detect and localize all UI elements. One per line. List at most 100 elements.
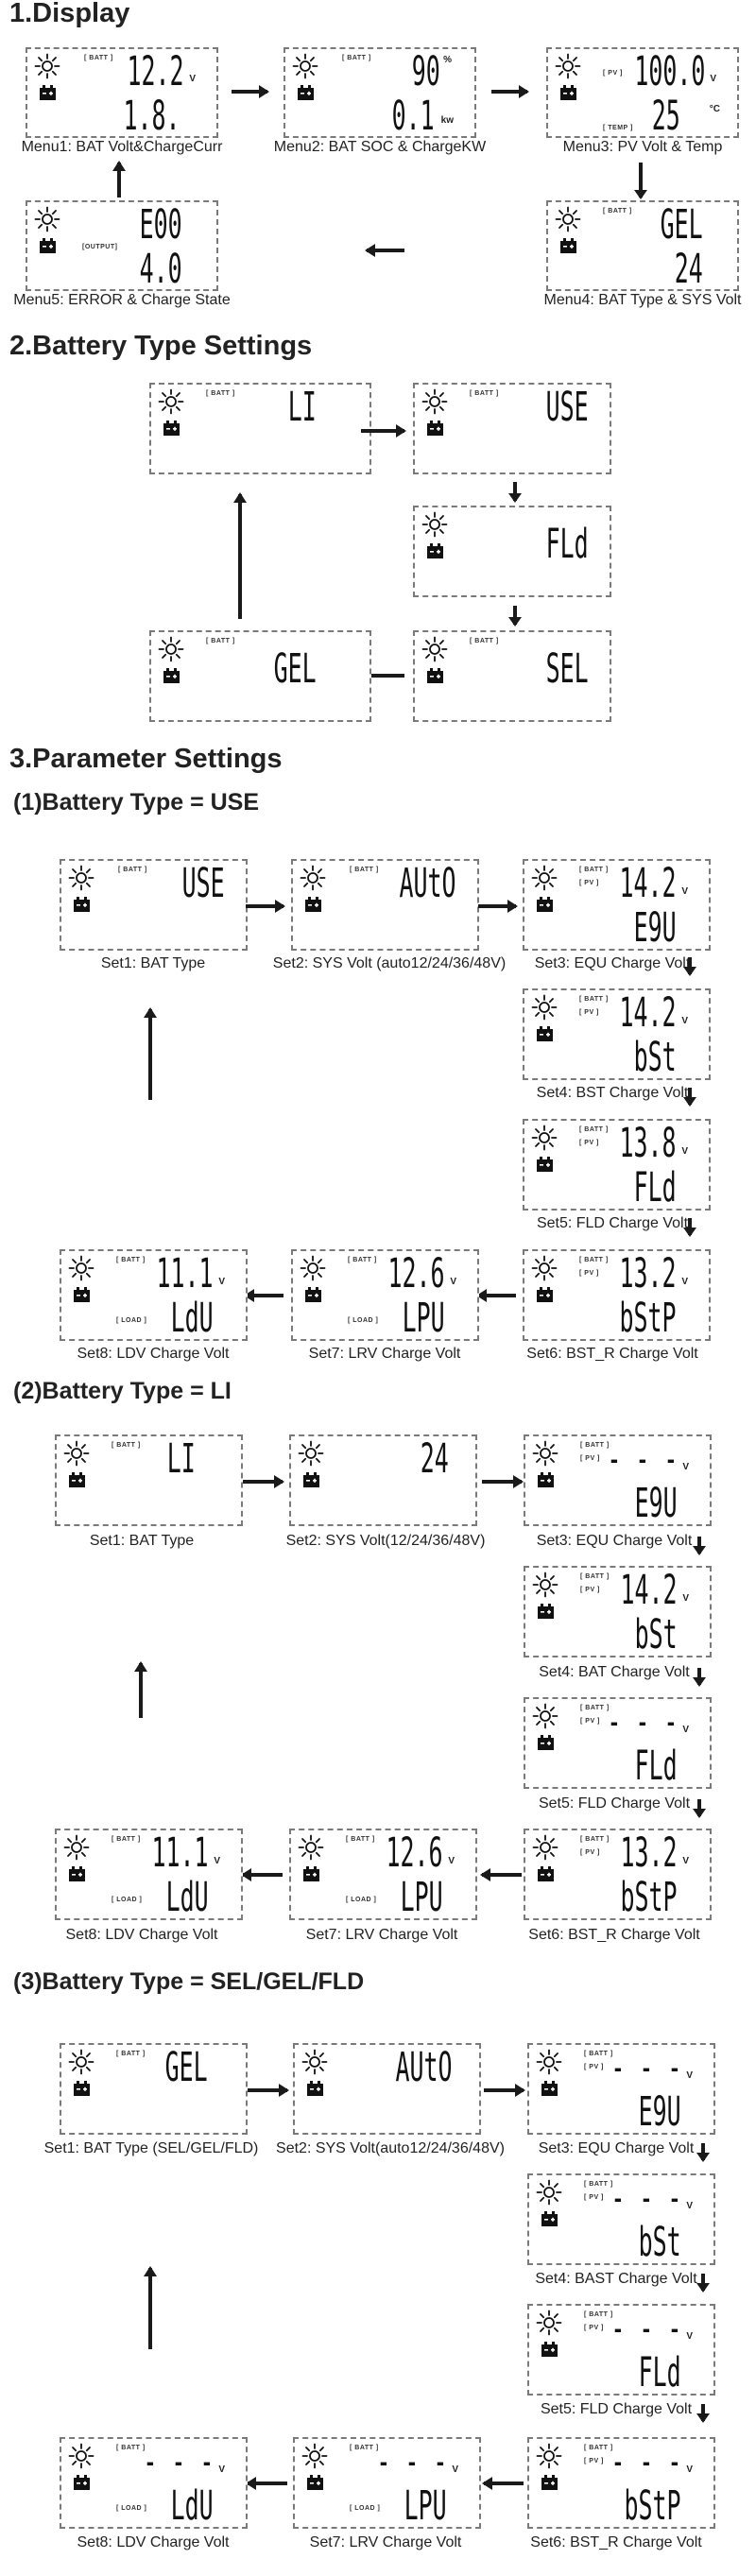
li-set3-caption: Set3: EQU Charge Volt	[536, 1533, 693, 1549]
battery-icon	[69, 1866, 85, 1881]
sun-icon	[300, 865, 326, 891]
batt-label: [ BATT ]	[84, 55, 113, 61]
sgf-set2-caption: Set2: SYS Volt(auto12/24/36/48V)	[276, 2140, 505, 2156]
lcd-top-value: - - -	[142, 2438, 214, 2485]
sun-icon	[421, 388, 448, 415]
arrow-up	[144, 2266, 157, 2349]
load-label: [ LOAD ]	[116, 2505, 147, 2512]
batt-label: [ BATT ]	[580, 1705, 610, 1711]
sun-icon	[532, 1703, 558, 1729]
lcd-use-set3: [ BATT ] [ PV ] 14.2 V E9U	[523, 859, 711, 951]
batt-label: [ BATT ]	[580, 1836, 610, 1843]
sun-icon	[532, 1834, 558, 1861]
lcd-li-set7: [ BATT ] [ LOAD ] 12.6 V LPU	[289, 1829, 477, 1920]
unit-celsius: °C	[709, 104, 720, 114]
use-set3-caption: Set3: EQU Charge Volt	[534, 955, 691, 971]
sgf-set4-caption: Set4: BAST Charge Volt	[535, 2271, 697, 2287]
sun-icon	[300, 1255, 326, 1281]
sun-icon	[421, 636, 448, 662]
arrow-down	[696, 2404, 710, 2423]
lcd-top-value: 13.2	[620, 1829, 678, 1877]
arrow-right	[484, 2084, 525, 2097]
lcd-bottom-value: 4.0	[139, 246, 182, 293]
lcd-menu1: [ BATT ] 12.2 V 1.8.	[26, 47, 218, 138]
arrow-left	[482, 2477, 524, 2490]
lcd-top-value: 11.1	[151, 1829, 209, 1877]
battery-icon	[560, 238, 576, 253]
unit-volt: V	[189, 74, 196, 84]
battery-icon	[427, 421, 443, 436]
pv-label: [ PV ]	[584, 2458, 604, 2464]
lcd-bottom-value: LPU	[402, 1295, 445, 1342]
sun-icon	[63, 1440, 90, 1467]
use-set2-caption: Set2: SYS Volt (auto12/24/36/48V)	[272, 955, 507, 971]
pv-label: [ PV ]	[584, 2325, 604, 2331]
lcd-sgf-set8: [ BATT ] [ LOAD ] - - - V LdU	[60, 2437, 248, 2529]
pv-label: [ PV ]	[580, 1718, 600, 1725]
use-set7-caption: Set7: LRV Charge Volt	[308, 1346, 461, 1362]
unit-volt: V	[214, 1856, 220, 1866]
menu4-caption: Menu4: BAT Type & SYS Volt	[543, 292, 742, 308]
unit-kw: kw	[440, 115, 454, 126]
unit-volt: V	[218, 2464, 225, 2475]
pv-label: [ PV ]	[579, 1009, 599, 1016]
pv-label: [ PV ]	[603, 70, 623, 77]
arrow-right	[361, 424, 406, 438]
batt-label: [ BATT ]	[580, 1573, 610, 1580]
unit-volt: V	[682, 1462, 689, 1472]
battery-icon	[69, 1472, 85, 1487]
battery-icon	[537, 1287, 553, 1302]
battery-icon	[305, 897, 321, 912]
li-set8-caption: Set8: LDV Charge Volt	[65, 1927, 218, 1943]
lcd-type-use: [ BATT ] USE	[413, 383, 611, 474]
batt-label: [ BATT ]	[584, 2311, 613, 2318]
sun-icon	[292, 53, 318, 79]
lcd-top-value: USE	[545, 384, 589, 431]
lcd-top-value: FLd	[545, 521, 589, 568]
battery-icon	[537, 1157, 553, 1172]
battery-icon	[74, 2475, 90, 2490]
battery-icon	[305, 1287, 321, 1302]
sun-icon	[63, 1834, 90, 1861]
sun-icon	[555, 206, 581, 232]
lcd-use-set6: [ BATT ] [ PV ] 13.2 V bStP	[523, 1249, 711, 1341]
lcd-bottom-value: bSt	[638, 2219, 681, 2266]
unit-volt: V	[686, 2201, 693, 2211]
sun-icon	[532, 1440, 558, 1467]
sun-icon	[536, 2179, 562, 2206]
batt-label: [ BATT ]	[580, 1442, 610, 1449]
battery-icon	[560, 85, 576, 100]
pv-label: [ PV ]	[580, 1587, 600, 1593]
arrow-down	[634, 163, 647, 199]
lcd-bottom-value: LdU	[165, 1874, 209, 1921]
batt-label: [ BATT ]	[112, 1442, 141, 1449]
lcd-top-value: 12.6	[387, 1250, 445, 1297]
lcd-sgf-set6: [ BATT ] [ PV ] - - - V bStP	[527, 2437, 715, 2529]
section-title-battery-type: 2.Battery Type Settings	[9, 331, 313, 361]
lcd-top-value: - - -	[375, 2438, 447, 2485]
lcd-top-value: 12.6	[386, 1829, 443, 1877]
li-set6-caption: Set6: BST_R Charge Volt	[528, 1927, 700, 1943]
lcd-bottom-value: FLd	[634, 1743, 678, 1790]
lcd-top-value: 13.8	[619, 1120, 677, 1167]
unit-volt: V	[218, 1277, 225, 1287]
batt-label: [ BATT ]	[603, 208, 632, 215]
lcd-menu5: [OUTPUT] E00 4.0	[26, 200, 218, 291]
battery-icon	[307, 2475, 323, 2490]
lcd-top-value: 12.2	[127, 48, 184, 95]
lcd-top-value: - - -	[606, 1698, 678, 1745]
battery-icon	[298, 85, 314, 100]
use-set6-caption: Set6: BST_R Charge Volt	[526, 1346, 698, 1362]
battery-icon	[537, 1026, 553, 1041]
battery-icon	[303, 1472, 319, 1487]
batt-label: [ BATT ]	[579, 1257, 609, 1263]
sgf-set8-caption: Set8: LDV Charge Volt	[77, 2534, 230, 2550]
battery-icon	[538, 1604, 554, 1619]
unit-volt: V	[710, 74, 716, 84]
lcd-bottom-value: E9U	[634, 1480, 678, 1527]
li-set2-caption: Set2: SYS Volt(12/24/36/48V)	[285, 1533, 486, 1549]
sgf-set6-caption: Set6: BST_R Charge Volt	[530, 2534, 702, 2550]
unit-volt: V	[686, 2464, 693, 2475]
battery-icon	[537, 897, 553, 912]
lcd-menu3: [ PV ] [ TEMP ] 100.0 V 25 °C	[546, 47, 739, 138]
